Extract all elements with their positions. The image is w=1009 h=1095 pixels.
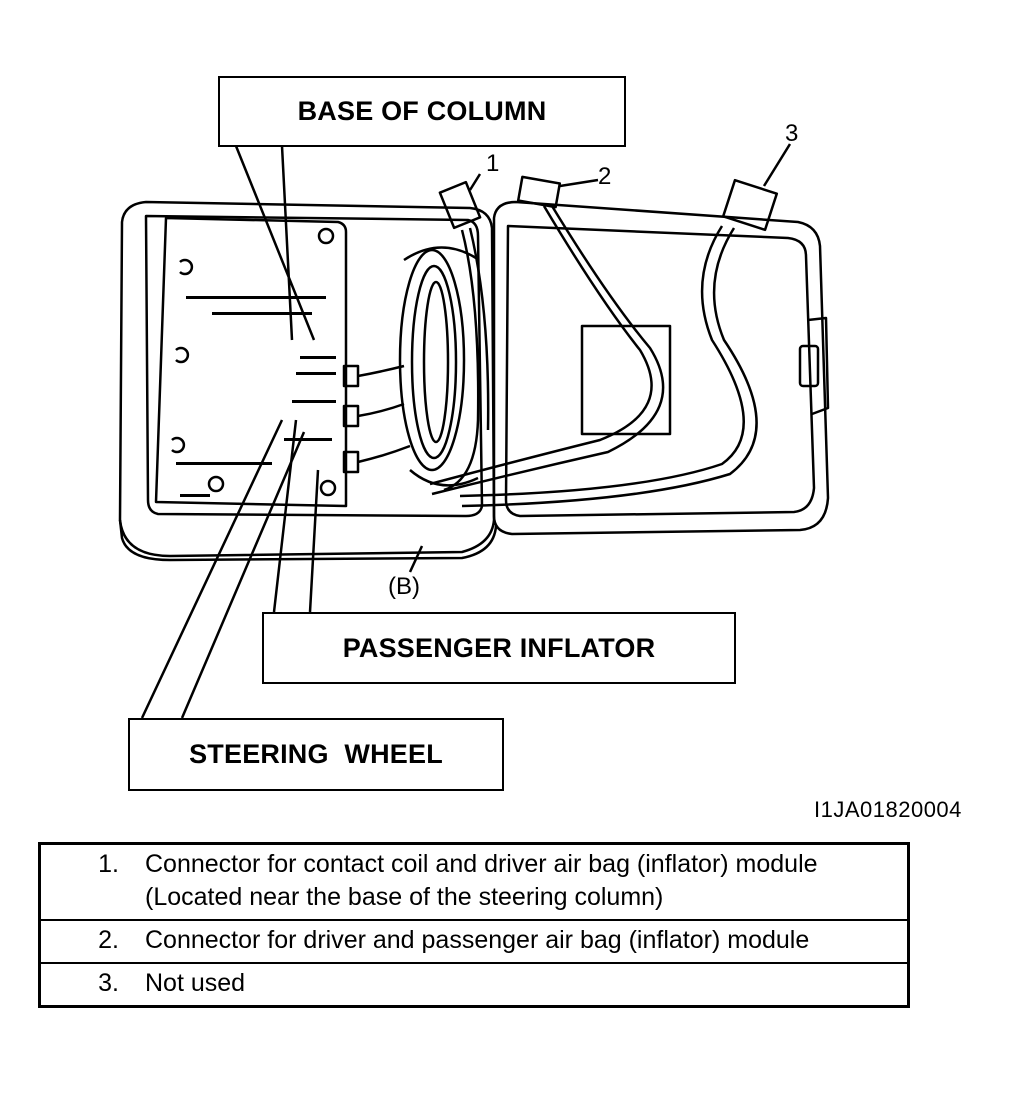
label-connector-3: 3 — [785, 120, 799, 147]
case-latch — [798, 344, 820, 388]
legend-row: 3. Not used — [39, 962, 909, 1007]
lid-label-patch — [580, 324, 672, 436]
callout-base-of-column: BASE OF COLUMN — [218, 76, 626, 147]
legend-number: 3. — [39, 962, 145, 1007]
figure-id: I1JA01820004 — [814, 797, 962, 822]
coiled-wire-harness — [398, 248, 466, 472]
case-left-base — [118, 519, 498, 562]
connector-2 — [516, 175, 562, 209]
callout-passenger-inflator-text: PASSENGER INFLATOR — [342, 632, 656, 663]
case-left-inner-rim — [144, 214, 484, 518]
circuit-board — [154, 216, 348, 508]
callout-passenger-inflator: PASSENGER INFLATOR — [262, 612, 736, 684]
legend-table: 1. Connector for contact coil and driver… — [38, 842, 910, 1008]
callout-base-of-column-text: BASE OF COLUMN — [297, 96, 547, 126]
callout-steering-wheel-text: STEERING WHEEL — [189, 739, 443, 769]
case-right-half — [492, 200, 830, 536]
passenger-inflator-leader — [272, 419, 320, 613]
steering-wheel-leader — [140, 419, 306, 719]
connector-1 — [438, 180, 482, 230]
legend-number: 2. — [39, 919, 145, 963]
label-b: (B) — [388, 573, 420, 600]
legend-row: 2. Connector for driver and passenger ai… — [39, 919, 909, 963]
base-of-column-leader — [234, 145, 316, 341]
legend-description: Connector for driver and passenger air b… — [145, 919, 909, 963]
legend-description: Not used — [145, 962, 909, 1007]
case-lid-tab — [807, 316, 830, 416]
label-connector-1: 1 — [486, 150, 500, 177]
case-right-inner-rim — [504, 224, 816, 518]
legend-line: Connector for contact coil and driver ai… — [145, 850, 818, 878]
legend-row: 1. Connector for contact coil and driver… — [40, 844, 909, 921]
connector-3 — [721, 178, 779, 232]
legend-description: Connector for contact coil and driver ai… — [145, 844, 909, 921]
legend-line: (Located near the base of the steering c… — [145, 883, 664, 911]
callout-steering-wheel: STEERING WHEEL — [128, 718, 504, 791]
wiring-harness-case-illustration — [118, 143, 830, 719]
label-connector-2: 2 — [598, 163, 612, 190]
legend-number: 1. — [98, 850, 119, 878]
